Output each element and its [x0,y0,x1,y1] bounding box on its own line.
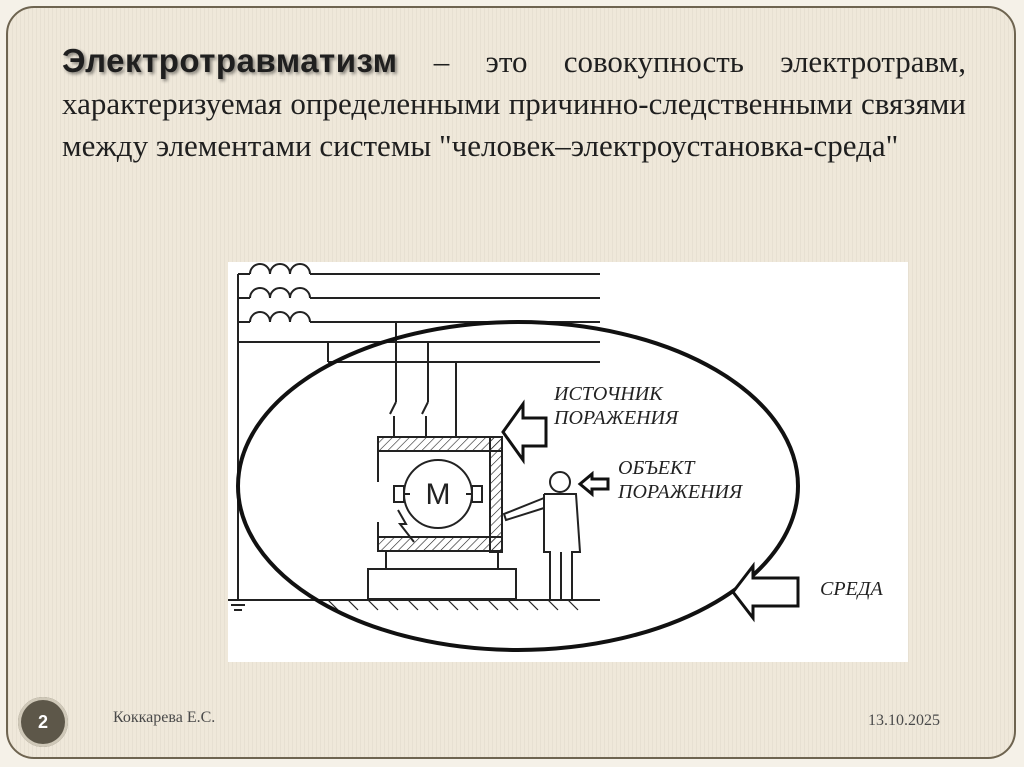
motor-label: М [426,478,451,511]
label-source-line1: ИСТОЧНИК [553,383,664,405]
slide-date: 13.10.2025 [868,712,940,729]
electrical-injury-diagram: М ИСТОЧНИК ПОРАЖЕНИЯ ОБЪЕКТ ПОРАЖЕНИЯ СР… [228,262,908,662]
label-object-line2: ПОРАЖЕНИЯ [617,481,744,503]
transformer-coils [249,263,311,323]
boundary-ellipse [236,320,800,652]
label-source-line2: ПОРАЖЕНИЯ [553,407,680,429]
definition-paragraph: Электротравматизм – это совокупность эле… [62,40,966,167]
definition-text: – это совокупность электротравм, характе… [62,44,966,163]
diagram-svg: М ИСТОЧНИК ПОРАЖЕНИЯ ОБЪЕКТ ПОРАЖЕНИЯ СР… [228,263,883,652]
arrow-environment [731,561,800,623]
person-figure [502,471,582,600]
definition-term: Электротравматизм [62,42,398,79]
page-number-badge: 2 [18,697,68,747]
author-name: Коккарева Е.С. [113,709,216,726]
arrow-source [501,399,548,465]
label-object-line1: ОБЪЕКТ [618,457,696,479]
label-environment: СРЕДА [820,578,883,600]
arrow-object [577,470,610,498]
